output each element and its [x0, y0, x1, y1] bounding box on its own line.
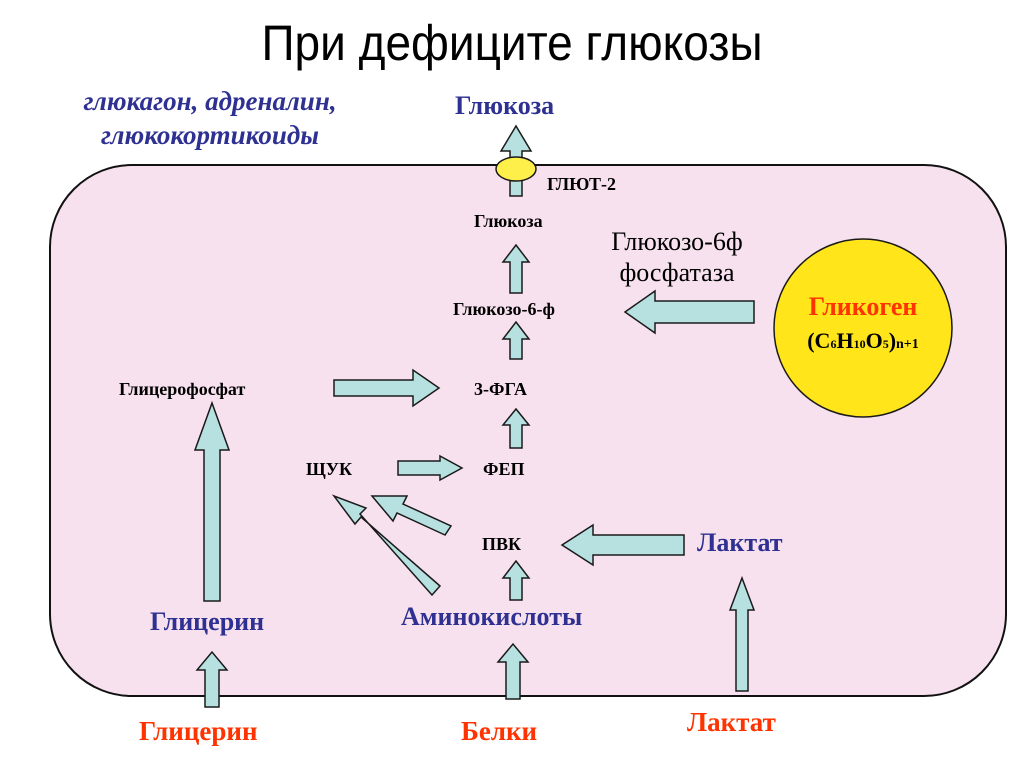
enzyme-line-2: фосфатаза	[619, 258, 735, 288]
arrow-glycogen-to-g6p	[623, 289, 755, 335]
hormones-label: глюкагон, адреналин, глюкокортикоиды	[40, 85, 380, 153]
arrow-aa-to-pvk	[501, 559, 531, 601]
g6phosphatase-label: Глюкозо-6ф фосфатаза	[597, 226, 757, 288]
enzyme-line-1: Глюкозо-6ф	[611, 227, 743, 256]
lactate-cell-label: Лактат	[697, 528, 783, 557]
glucose-cell-label: Глюкоза	[474, 211, 543, 231]
formula-c-sub: 6	[830, 337, 837, 351]
arrow-pga-to-g6p	[501, 320, 531, 360]
arrow-proteins-in	[496, 642, 530, 700]
glycerophosphate-label: Глицерофосфат	[119, 379, 246, 399]
slide-title: При дефиците глюкозы	[261, 15, 763, 71]
arrow-oaa-to-pep	[397, 454, 464, 482]
formula-h-sub: 10	[853, 337, 866, 351]
glycerol-cell-label: Глицерин	[150, 607, 265, 636]
glycogen-label: Гликоген	[808, 292, 918, 321]
glycogen-formula: (C6H10O5)n+1	[793, 330, 933, 352]
hormones-line-1: глюкагон, адреналин,	[83, 86, 337, 116]
hormones-line-2: глюкокортикоиды	[101, 119, 319, 150]
formula-o: O	[865, 328, 883, 353]
glut2-label: ГЛЮТ-2	[547, 174, 616, 194]
glut2-transporter	[495, 156, 537, 182]
lactate-source-label: Лактат	[687, 707, 776, 737]
glycerol-source-label: Глицерин	[139, 716, 258, 746]
formula-c: C	[814, 328, 831, 353]
arrow-pep-to-pga	[501, 407, 531, 449]
formula-paren-open: (	[807, 328, 815, 353]
proteins-source-label: Белки	[461, 716, 538, 746]
arrow-pvk-to-oaa	[370, 495, 453, 536]
glycogen-granule	[773, 238, 953, 418]
arrow-glycerophosphate-to-pga	[333, 368, 441, 408]
pep-label: ФЕП	[483, 459, 525, 479]
pyruvate-label: ПВК	[482, 534, 522, 554]
arrow-lactate-to-pvk	[560, 523, 685, 567]
amino-acids-label: Аминокислоты	[401, 602, 583, 631]
glucose-blood-label: Глюкоза	[455, 91, 555, 120]
formula-n-sub: n+1	[896, 337, 919, 352]
pga-label: 3-ФГА	[474, 379, 527, 399]
arrow-glycerol-in	[195, 650, 229, 708]
arrow-glycerol-to-glycerophosphate	[193, 400, 231, 602]
formula-h: H	[836, 328, 854, 353]
arrow-aa-to-oaa	[331, 494, 442, 597]
arrow-lactate-in	[728, 575, 756, 692]
oaa-label: ЩУК	[306, 459, 353, 479]
formula-o-sub: 5	[882, 337, 889, 351]
formula-paren-close: )	[888, 328, 897, 353]
arrow-g6p-to-glucose	[501, 243, 531, 294]
g6p-label: Глюкозо-6-ф	[453, 299, 555, 319]
